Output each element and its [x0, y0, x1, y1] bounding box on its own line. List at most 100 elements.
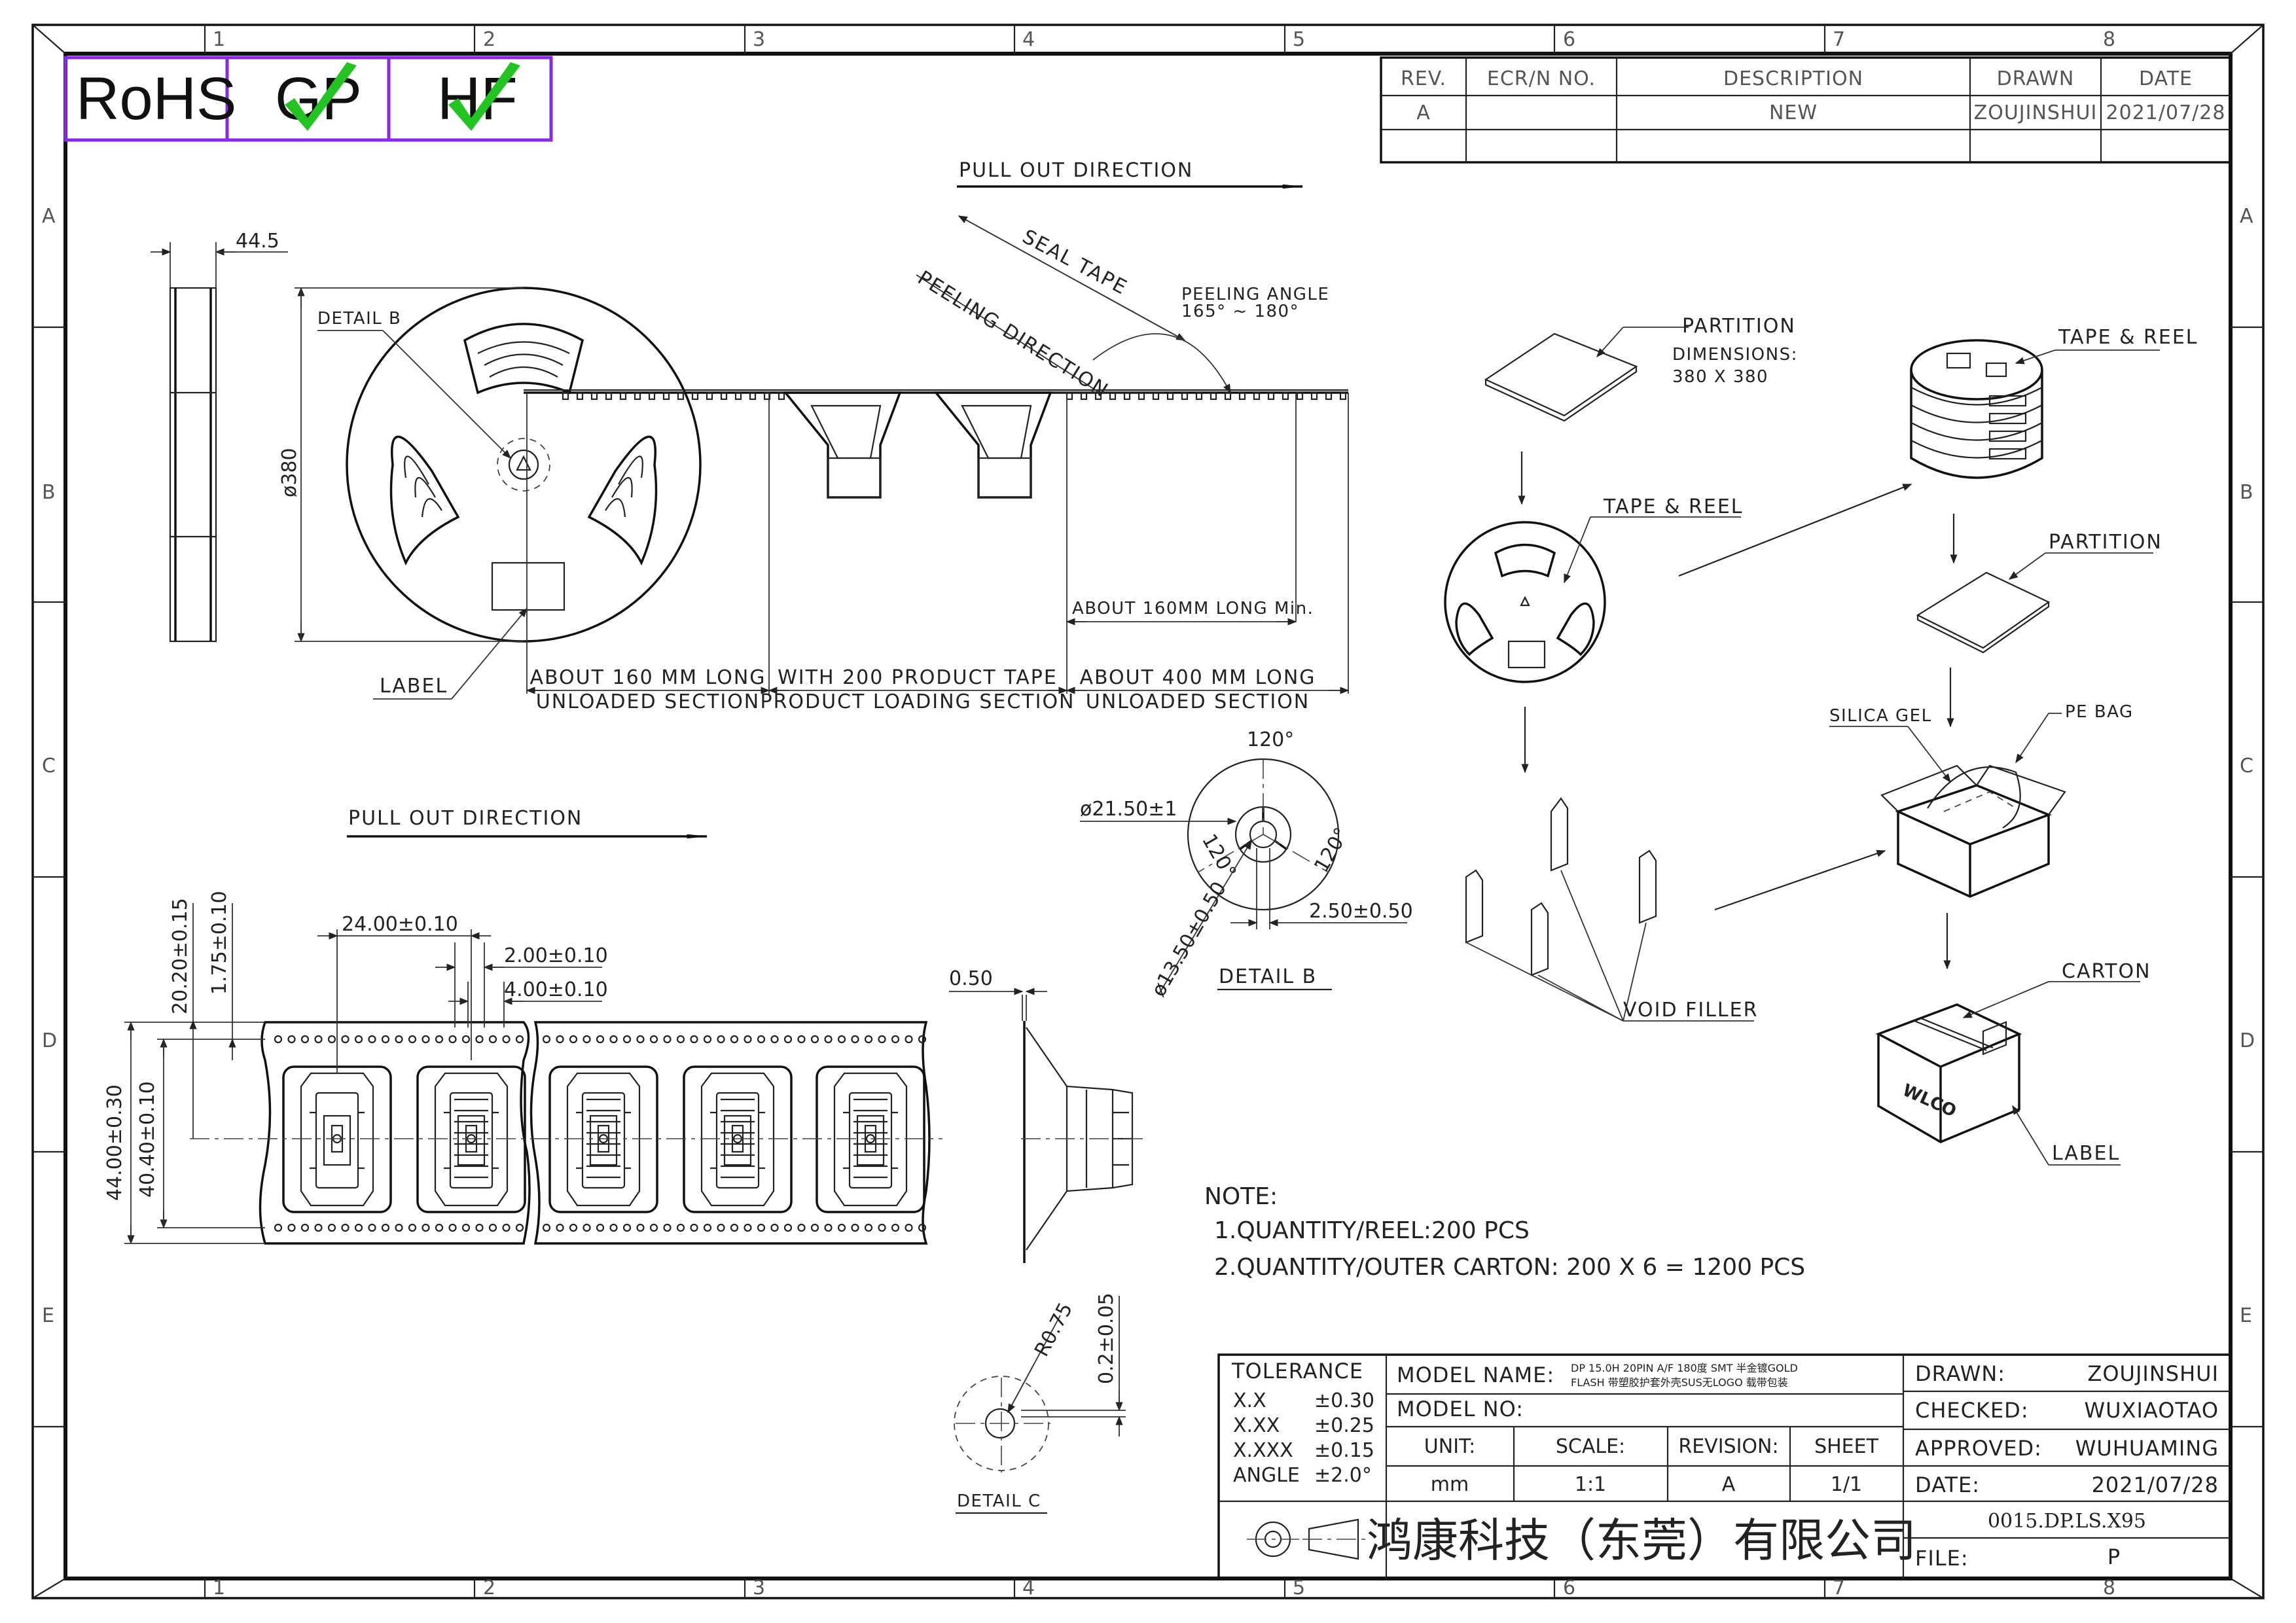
sheet-value: 1/1 — [1831, 1473, 1862, 1496]
tape-pocket — [548, 1065, 658, 1213]
sprocket-mark — [720, 391, 728, 401]
sprocket-hole — [797, 1223, 806, 1232]
reel-stack-icon — [1910, 339, 2043, 479]
sprocket-hole — [569, 1035, 578, 1044]
dimensions-value: 380 X 380 — [1672, 367, 1768, 387]
sprocket-hole — [810, 1035, 819, 1044]
zone-row-a-right: A — [2240, 205, 2253, 228]
sprocket-hole — [837, 1223, 846, 1232]
description-header: DESCRIPTION — [1723, 67, 1863, 90]
zone-col-6: 6 — [1563, 28, 1575, 51]
zone-row-b: B — [42, 481, 56, 504]
sprocket-hole — [395, 1035, 403, 1044]
zone-col-3-bottom: 3 — [753, 1577, 765, 1599]
sprocket-hole — [408, 1035, 417, 1044]
checked-value: WUXIAOTAO — [2084, 1398, 2219, 1423]
sprocket-hole — [717, 1035, 725, 1044]
sprocket-hole — [314, 1035, 323, 1044]
sprocket-hole — [408, 1223, 417, 1232]
sprocket-hole — [770, 1035, 779, 1044]
sprocket-mark — [662, 391, 670, 401]
section1-name: UNLOADED SECTION — [536, 690, 761, 713]
section2-length: WITH 200 PRODUCT TAPE — [778, 666, 1058, 689]
zone-col-7: 7 — [1833, 28, 1845, 51]
dimensions-label: DIMENSIONS: — [1672, 345, 1798, 365]
tolerance-title: TOLERANCE — [1231, 1359, 1363, 1383]
sprocket-hole — [287, 1223, 296, 1232]
description-value: NEW — [1769, 101, 1818, 124]
pull-out-direction-left: PULL OUT DIRECTION — [347, 807, 708, 839]
tape-pockets — [282, 1065, 925, 1213]
tape-reel-label-1: TAPE & REEL — [1603, 495, 1744, 518]
pull-out-direction-left-text: PULL OUT DIRECTION — [348, 807, 583, 830]
sprocket-mark — [1296, 391, 1304, 401]
compliance-badges: RoHS GP HF — [63, 56, 553, 142]
zone-col-5-bottom: 5 — [1293, 1577, 1305, 1599]
sprocket-hole — [730, 1223, 739, 1232]
sprocket-hole — [622, 1035, 632, 1044]
drawing-number: 0015.DP.LS.X95 — [1988, 1510, 2146, 1533]
zone-col-5: 5 — [1293, 28, 1305, 51]
zone-row-c-right: C — [2240, 755, 2253, 777]
sprocket-hole — [851, 1035, 859, 1044]
zone-col-4: 4 — [1022, 28, 1035, 51]
tape-pocket — [282, 1065, 392, 1213]
sprocket-hole — [368, 1223, 376, 1232]
sprocket-hole — [757, 1223, 766, 1232]
detail-b-angle-left: 120° — [1197, 830, 1240, 883]
sprocket-hole — [461, 1223, 471, 1232]
open-box-icon — [1880, 764, 2066, 898]
sprocket-hole — [395, 1223, 403, 1232]
scale-label: SCALE: — [1556, 1435, 1625, 1458]
tolerance-key-4: ANGLE — [1233, 1464, 1300, 1487]
zone-row-d-right: D — [2240, 1029, 2255, 1052]
model-name-line-1: DP 15.0H 20PIN A/F 180度 SMT 半金镀GOLD — [1571, 1362, 1798, 1374]
badge-frame — [63, 56, 553, 142]
sprocket-hole — [824, 1035, 833, 1044]
sprocket-mark — [605, 391, 613, 401]
peeling-angle-label: PEELING ANGLE — [1181, 285, 1329, 304]
reel-side-view: 44.5 — [151, 230, 288, 643]
badge-rohs: RoHS — [76, 65, 236, 132]
notes: NOTE: 1.QUANTITY/REEL:200 PCS 2.QUANTITY… — [1204, 1183, 1805, 1281]
date-value: 2021/07/28 — [2106, 101, 2226, 124]
sprocket-hole — [461, 1035, 471, 1044]
zone-labels: 1 2 3 4 5 6 7 8 1 2 3 4 5 6 7 8 A B C D … — [42, 28, 2255, 1599]
sprocket-hole — [837, 1035, 846, 1044]
rev-header: REV. — [1401, 67, 1446, 90]
sprocket-hole — [797, 1035, 806, 1044]
sprocket-mark — [648, 391, 656, 401]
sprocket-hole — [274, 1223, 283, 1232]
date-value-tb: 2021/07/28 — [2092, 1472, 2219, 1497]
approved-value: WUHUAMING — [2075, 1436, 2219, 1461]
sprocket-mark — [1166, 391, 1174, 401]
revision-value: A — [1722, 1473, 1736, 1496]
peeling-direction-label: PEELING DIRECTION — [914, 266, 1113, 402]
sprocket-hole — [783, 1035, 793, 1044]
sprocket-hole — [636, 1035, 645, 1044]
tolerance-val-4: ±2.0° — [1314, 1464, 1372, 1487]
zone-row-d: D — [42, 1029, 57, 1052]
sprocket-hole — [422, 1035, 430, 1044]
zone-ticks — [33, 25, 2263, 1598]
sprocket-hole — [851, 1223, 859, 1232]
sprocket-hole — [583, 1035, 591, 1044]
sprocket-mark — [691, 391, 699, 401]
section3-name: UNLOADED SECTION — [1086, 690, 1310, 713]
sprocket-hole — [596, 1223, 605, 1232]
sprocket-hole — [448, 1035, 457, 1044]
sprocket-hole — [596, 1035, 605, 1044]
revision-label: REVISION: — [1678, 1435, 1778, 1458]
sprocket-hole — [918, 1223, 927, 1232]
sprocket-hole — [274, 1035, 283, 1044]
zone-col-1: 1 — [213, 28, 225, 51]
drawn-value: ZOUJINSHUI — [1974, 101, 2098, 124]
zone-col-2-bottom: 2 — [483, 1577, 495, 1599]
sprocket-mark — [763, 391, 771, 401]
drawn-header: DRAWN — [1997, 67, 2075, 90]
checked-label: CHECKED: — [1915, 1398, 2029, 1423]
model-name-line-2: FLASH 带塑胶护套外壳SUS无LOGO 载带包装 — [1571, 1376, 1788, 1389]
hole-to-edge-dim: 1.75±0.10 — [208, 891, 231, 995]
sprocket-mark — [706, 391, 713, 401]
